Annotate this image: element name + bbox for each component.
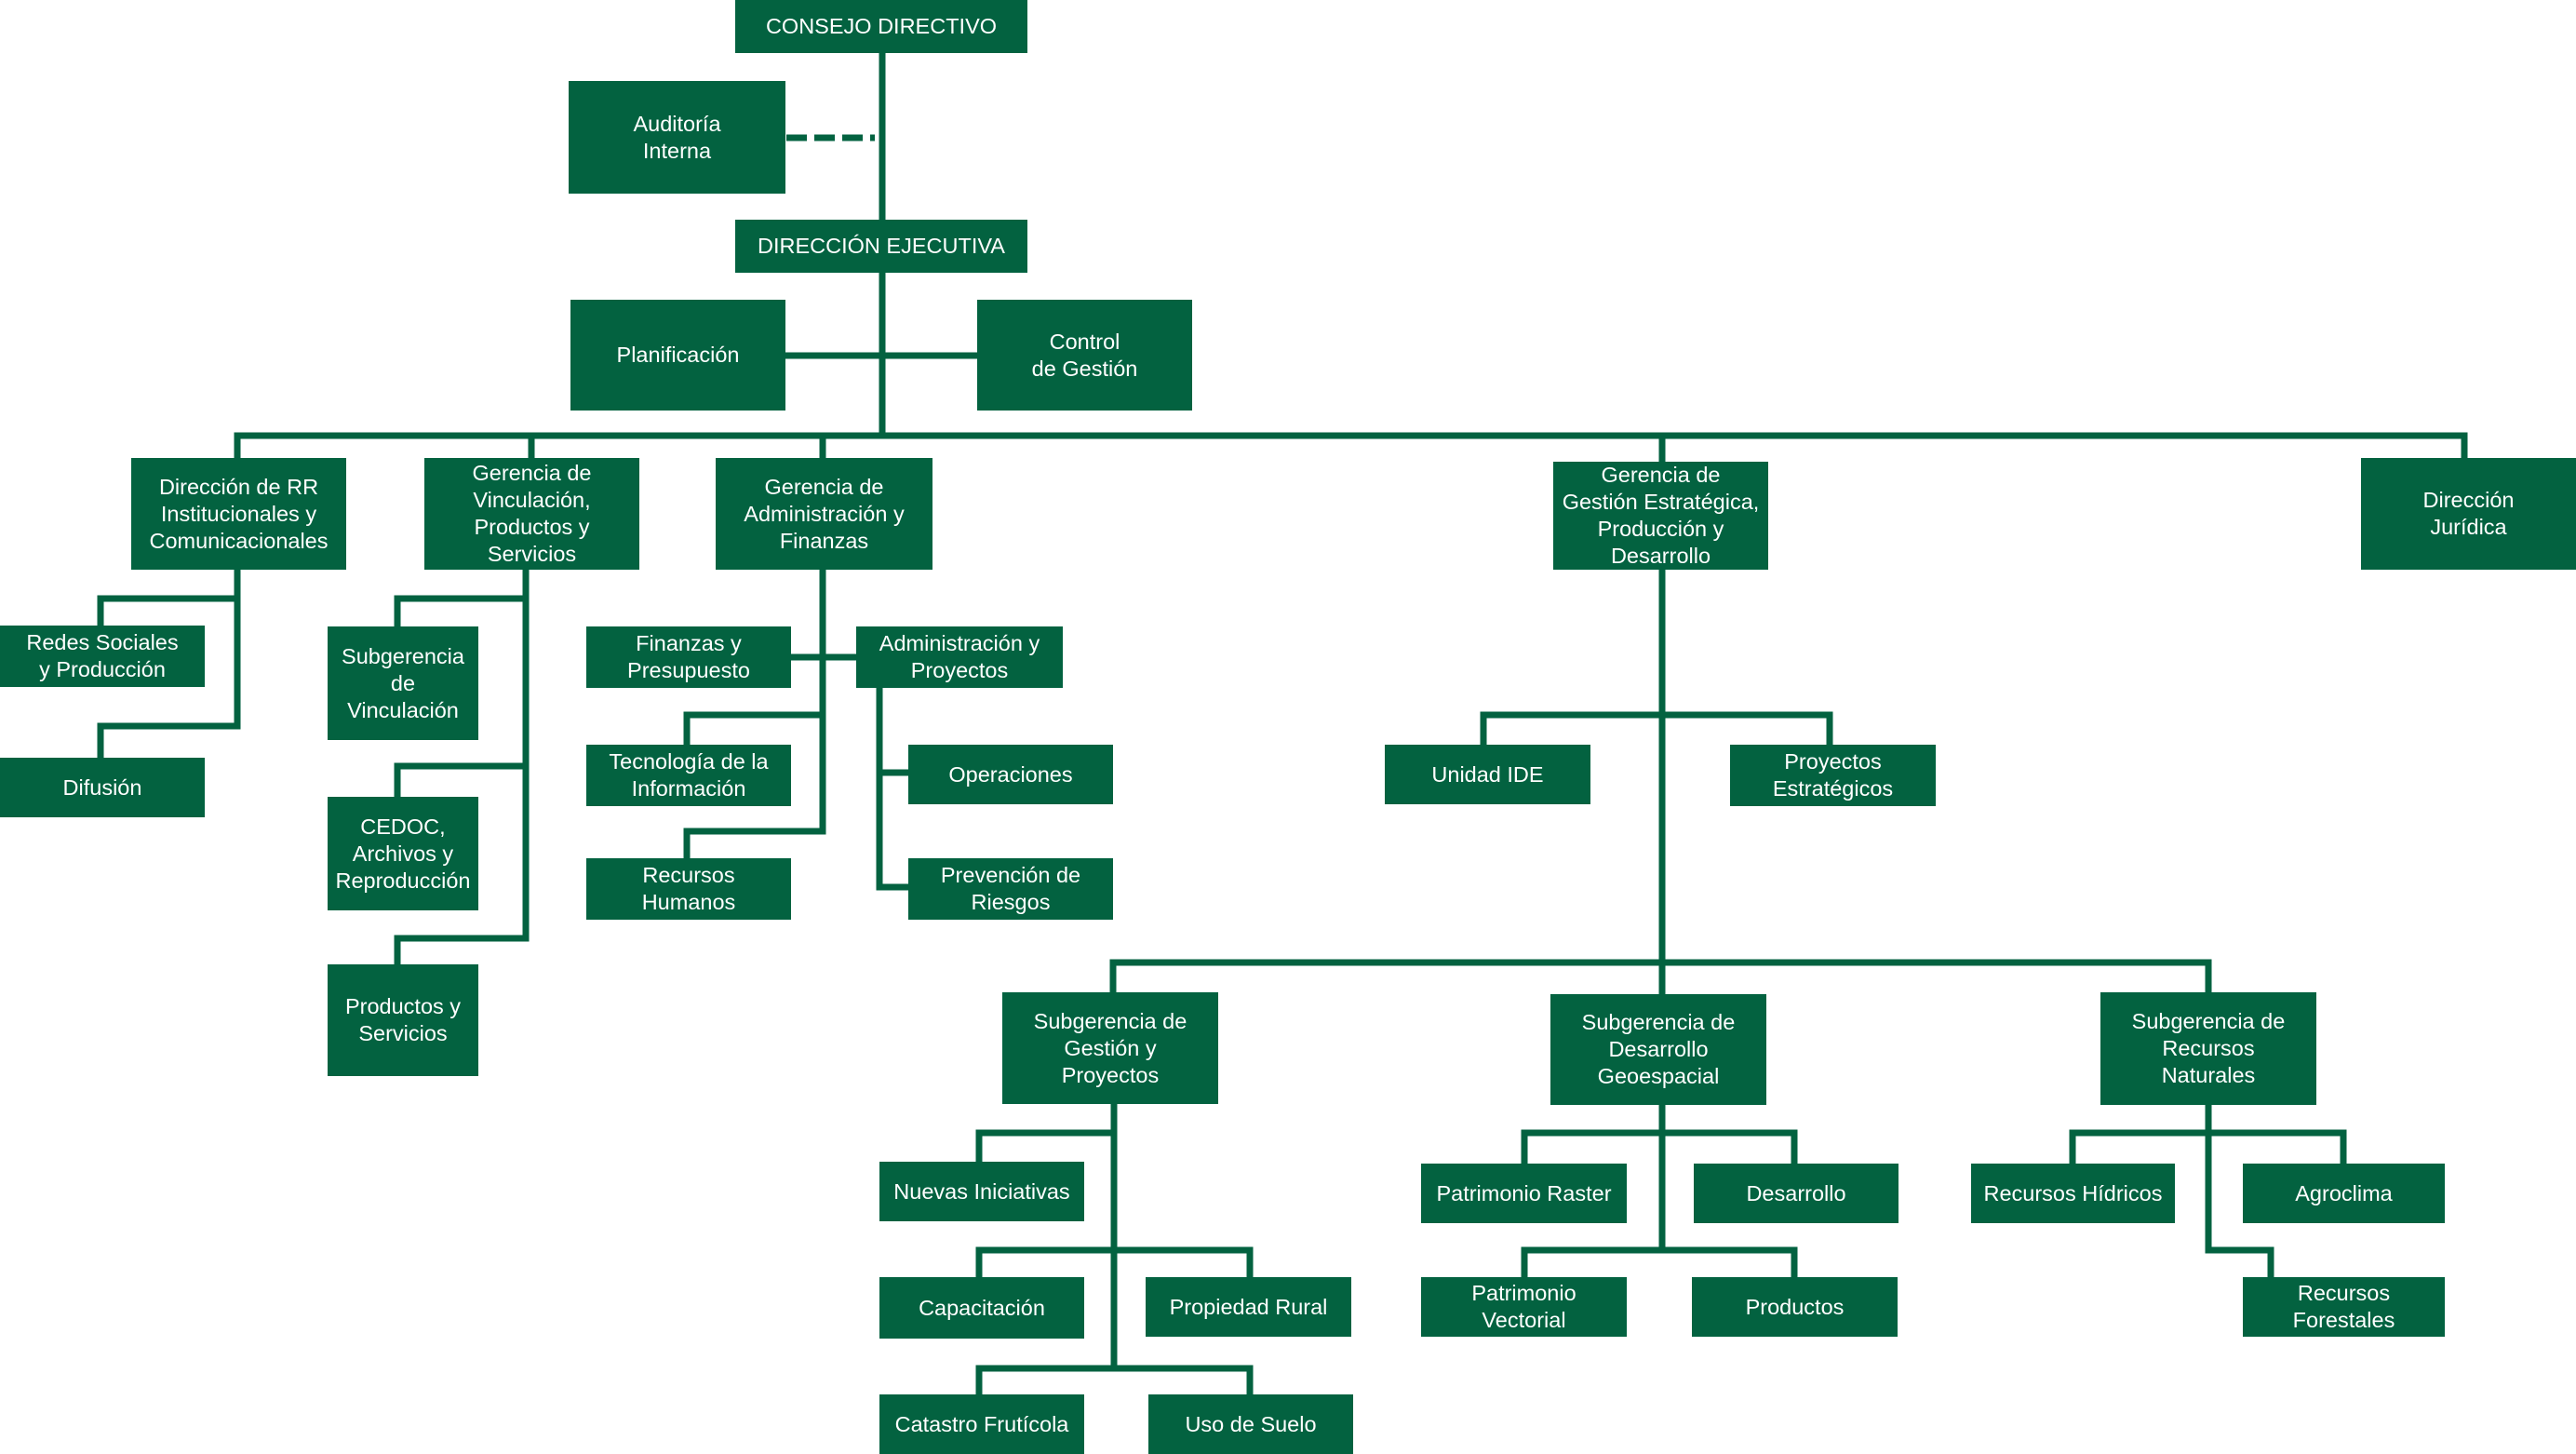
- node-uso-suelo: Uso de Suelo: [1148, 1394, 1353, 1454]
- node-direccion-ejecutiva: DIRECCIÓN EJECUTIVA: [735, 220, 1027, 273]
- node-gerencia-vinculacion: Gerencia de Vinculación, Productos y Ser…: [424, 458, 639, 570]
- node-agroclima: Agroclima: [2243, 1164, 2445, 1223]
- node-finanzas-presupuesto: Finanzas y Presupuesto: [586, 626, 791, 688]
- node-patrimonio-raster: Patrimonio Raster: [1421, 1164, 1627, 1223]
- node-tecnologia-informacion: Tecnología de la Información: [586, 745, 791, 806]
- node-auditoria-interna: Auditoría Interna: [569, 81, 785, 194]
- connector-lines: [97, 49, 2468, 1398]
- node-recursos-humanos: Recursos Humanos: [586, 858, 791, 920]
- node-consejo-directivo: CONSEJO DIRECTIVO: [735, 0, 1027, 53]
- node-gerencia-administracion: Gerencia de Administración y Finanzas: [716, 458, 932, 570]
- node-recursos-forestales: Recursos Forestales: [2243, 1277, 2445, 1337]
- node-difusion: Difusión: [0, 758, 205, 817]
- node-operaciones: Operaciones: [908, 745, 1113, 804]
- node-subgerencia-vinculacion: Subgerencia de Vinculación: [328, 626, 478, 740]
- node-administracion-proyectos: Administración y Proyectos: [856, 626, 1063, 688]
- node-patrimonio-vectorial: Patrimonio Vectorial: [1421, 1277, 1627, 1337]
- node-cedoc: CEDOC, Archivos y Reproducción: [328, 797, 478, 910]
- node-capacitacion: Capacitación: [879, 1277, 1084, 1339]
- node-catastro-fruticola: Catastro Frutícola: [879, 1394, 1084, 1454]
- node-direccion-rr: Dirección de RR Institucionales y Comuni…: [131, 458, 346, 570]
- node-redes-sociales: Redes Sociales y Producción: [0, 626, 205, 687]
- node-proyectos-estrategicos: Proyectos Estratégicos: [1730, 745, 1936, 806]
- node-subgerencia-desarrollo-geoespacial: Subgerencia de Desarrollo Geoespacial: [1550, 994, 1766, 1105]
- node-nuevas-iniciativas: Nuevas Iniciativas: [879, 1162, 1084, 1221]
- node-subgerencia-recursos-naturales: Subgerencia de Recursos Naturales: [2100, 992, 2316, 1105]
- node-productos-servicios: Productos y Servicios: [328, 964, 478, 1076]
- node-unidad-ide: Unidad IDE: [1385, 745, 1590, 804]
- node-gerencia-gestion-estrategica: Gerencia de Gestión Estratégica, Producc…: [1553, 462, 1768, 570]
- node-propiedad-rural: Propiedad Rural: [1146, 1277, 1351, 1337]
- node-desarrollo: Desarrollo: [1694, 1164, 1898, 1223]
- node-prevencion-riesgos: Prevención de Riesgos: [908, 858, 1113, 920]
- node-direccion-juridica: Dirección Jurídica: [2361, 458, 2576, 570]
- node-subgerencia-gestion-proyectos: Subgerencia de Gestión y Proyectos: [1002, 992, 1218, 1104]
- node-planificacion: Planificación: [570, 300, 785, 411]
- node-control-gestion: Control de Gestión: [977, 300, 1192, 411]
- node-recursos-hidricos: Recursos Hídricos: [1971, 1164, 2175, 1223]
- node-productos: Productos: [1692, 1277, 1898, 1337]
